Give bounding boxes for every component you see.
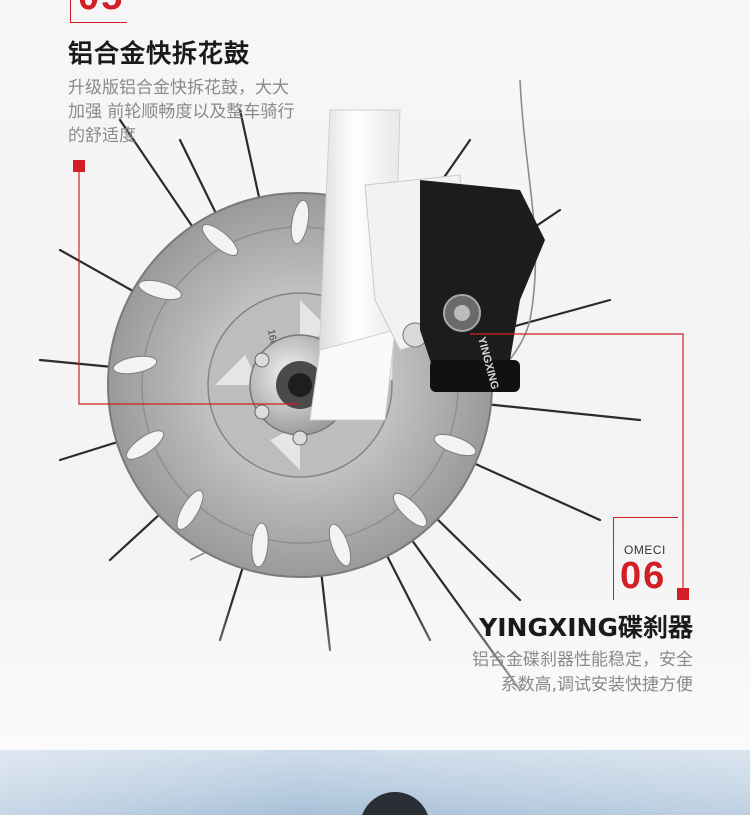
description-line: 系数高,调试安装快捷方便 [500,675,693,695]
fork-dropout [309,329,396,421]
description-line: 铝合金碟刹器性能稳定，安全 [472,650,693,670]
next-section-photo [0,750,750,815]
brake-wheel-illustration: 160 YINGXING [0,79,750,750]
rider-silhouette [360,792,430,815]
callout-lines [78,170,684,594]
callout-marker-1 [73,160,85,172]
brand-label: OMECI [624,543,666,557]
description-line: 的舒适度 [68,126,136,146]
section-number: 05 [78,0,124,16]
section-number-frame [613,517,678,600]
description-line: 升级版铝合金快拆花鼓，大大 [68,78,289,98]
hub-feature-description: 升级版铝合金快拆花鼓，大大 加强 前轮顺畅度以及整车骑行 的舒适度 [68,76,343,148]
disc-brake-caliper: YINGXING [420,180,545,392]
description-line: 加强 前轮顺畅度以及整车骑行 [68,102,295,122]
section-number-frame [70,0,127,23]
brake-feature-description: 铝合金碟刹器性能稳定，安全 系数高,调试安装快捷方便 [403,648,693,698]
front-fork [317,109,401,381]
brake-feature-title: YINGXING碟刹器 [479,613,693,642]
hub-feature-title: 铝合金快拆花鼓 [68,39,251,68]
product-detail-stage: 160 YINGXING [0,0,750,750]
callout-marker-2 [677,588,689,600]
section-number: 06 [620,555,667,597]
